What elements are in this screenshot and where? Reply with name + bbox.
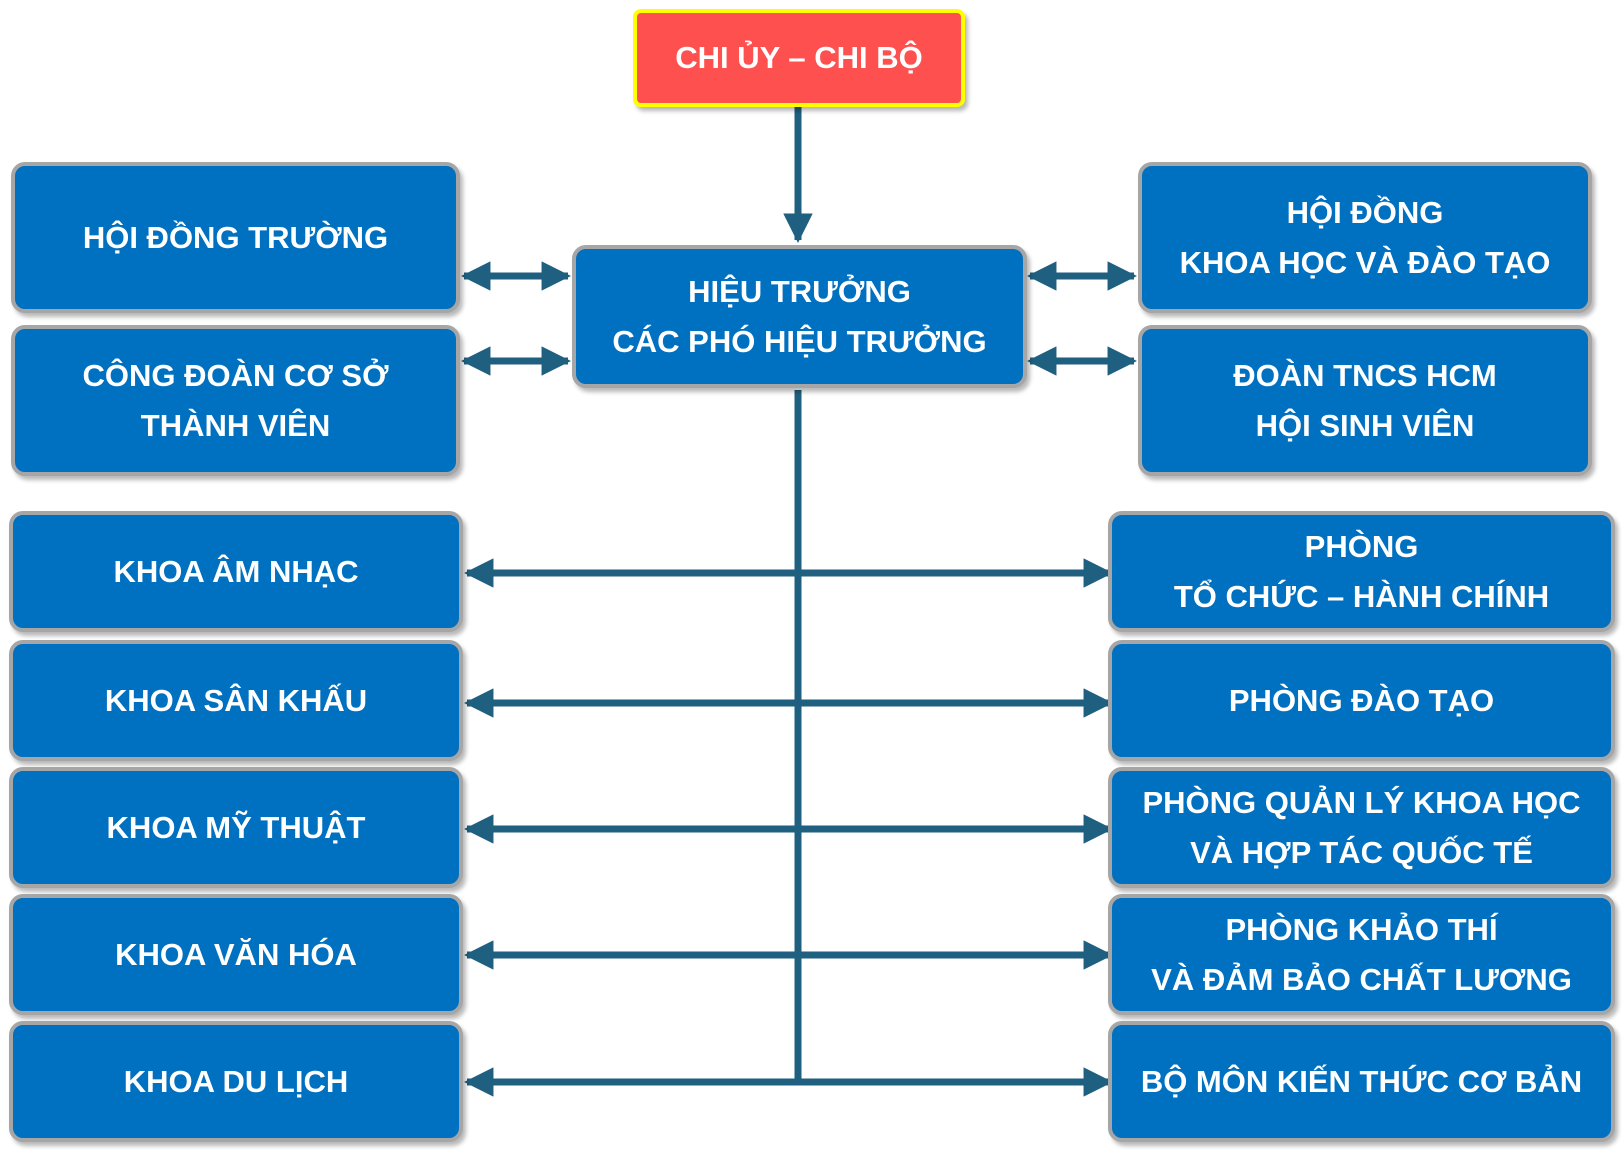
phong-to-chuc-label-1: PHÒNG: [1304, 528, 1419, 564]
chi-uy-chi-bo-box: CHI ỦY – CHI BỘ: [633, 9, 965, 107]
cong-doan-label-1: CÔNG ĐOÀN CƠ SỞ: [82, 357, 389, 393]
hieu-truong-box: HIỆU TRƯỞNG CÁC PHÓ HIỆU TRƯỞNG: [572, 245, 1027, 388]
khoa-du-lich-label: KHOA DU LỊCH: [123, 1063, 349, 1099]
phong-quan-ly-khoa-hoc-label-2: VÀ HỢP TÁC QUỐC TẾ: [1190, 834, 1533, 870]
hieu-truong-label: HIỆU TRƯỞNG: [688, 273, 911, 309]
khoa-du-lich-box: KHOA DU LỊCH: [9, 1021, 463, 1142]
hoi-dong-truong-label: HỘI ĐỒNG TRƯỜNG: [82, 219, 389, 255]
khoa-van-hoa-label: KHOA VĂN HÓA: [115, 936, 357, 972]
doan-tncs-box: ĐOÀN TNCS HCM HỘI SINH VIÊN: [1138, 325, 1592, 476]
khoa-van-hoa-box: KHOA VĂN HÓA: [9, 894, 463, 1015]
khoa-my-thuat-label: KHOA MỸ THUẬT: [106, 809, 366, 845]
hoi-dong-khoa-hoc-label-2: KHOA HỌC VÀ ĐÀO TẠO: [1179, 244, 1551, 280]
doan-tncs-label-2: HỘI SINH VIÊN: [1255, 407, 1475, 443]
pho-hieu-truong-label: CÁC PHÓ HIỆU TRƯỞNG: [612, 323, 987, 359]
cong-doan-label-2: THÀNH VIÊN: [140, 407, 331, 443]
bo-mon-kien-thuc-box: BỘ MÔN KIẾN THỨC CƠ BẢN: [1108, 1021, 1615, 1142]
phong-quan-ly-khoa-hoc-box: PHÒNG QUẢN LÝ KHOA HỌC VÀ HỢP TÁC QUỐC T…: [1108, 767, 1615, 888]
phong-khao-thi-label-1: PHÒNG KHẢO THÍ: [1225, 911, 1498, 947]
phong-to-chuc-box: PHÒNG TỔ CHỨC – HÀNH CHÍNH: [1108, 511, 1615, 632]
phong-quan-ly-khoa-hoc-label-1: PHÒNG QUẢN LÝ KHOA HỌC: [1142, 784, 1581, 820]
hoi-dong-khoa-hoc-box: HỘI ĐỒNG KHOA HỌC VÀ ĐÀO TẠO: [1138, 162, 1592, 313]
hoi-dong-khoa-hoc-label-1: HỘI ĐỒNG: [1286, 194, 1444, 230]
cong-doan-box: CÔNG ĐOÀN CƠ SỞ THÀNH VIÊN: [11, 325, 460, 476]
chi-uy-chi-bo-label: CHI ỦY – CHI BỘ: [675, 40, 923, 75]
khoa-am-nhac-box: KHOA ÂM NHẠC: [9, 511, 463, 632]
doan-tncs-label-1: ĐOÀN TNCS HCM: [1233, 357, 1497, 393]
bo-mon-kien-thuc-label: BỘ MÔN KIẾN THỨC CƠ BẢN: [1140, 1063, 1583, 1099]
hoi-dong-truong-box: HỘI ĐỒNG TRƯỜNG: [11, 162, 460, 313]
phong-to-chuc-label-2: TỔ CHỨC – HÀNH CHÍNH: [1173, 578, 1550, 614]
khoa-san-khau-box: KHOA SÂN KHẤU: [9, 640, 463, 761]
khoa-san-khau-label: KHOA SÂN KHẤU: [104, 682, 368, 718]
khoa-am-nhac-label: KHOA ÂM NHẠC: [113, 553, 359, 589]
phong-khao-thi-box: PHÒNG KHẢO THÍ VÀ ĐẢM BẢO CHẤT LƯƠNG: [1108, 894, 1615, 1015]
khoa-my-thuat-box: KHOA MỸ THUẬT: [9, 767, 463, 888]
phong-dao-tao-label: PHÒNG ĐÀO TẠO: [1228, 682, 1495, 718]
phong-dao-tao-box: PHÒNG ĐÀO TẠO: [1108, 640, 1615, 761]
phong-khao-thi-label-2: VÀ ĐẢM BẢO CHẤT LƯƠNG: [1151, 961, 1572, 997]
